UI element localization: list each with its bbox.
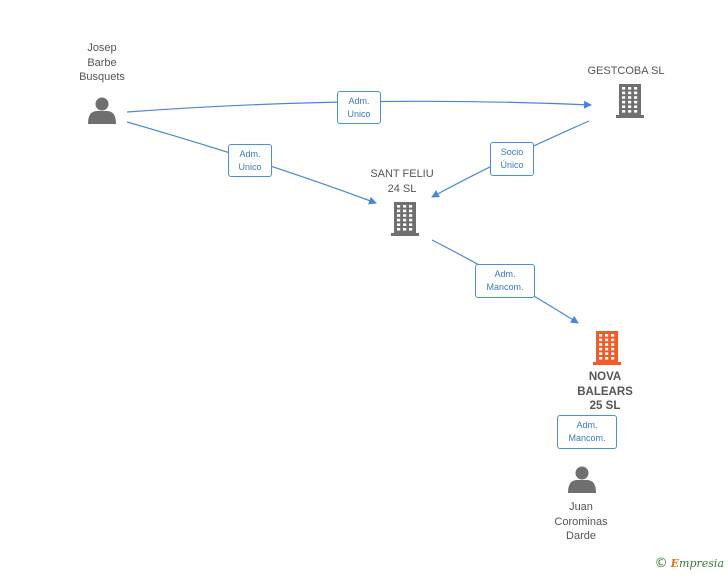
- gestcoba-building-icon[interactable]: [616, 84, 644, 118]
- node-label-juan: Juan Corominas Darde: [554, 501, 608, 542]
- juan-person-icon[interactable]: [568, 466, 596, 494]
- edge-label-gestcoba-santfeliu[interactable]: Socio Único: [490, 142, 534, 176]
- edge-label-juan-nova[interactable]: Adm. Mancom.: [557, 415, 617, 449]
- brand-logo: ©Empresia: [654, 556, 724, 571]
- santfeliu-building-icon[interactable]: [391, 202, 419, 236]
- josep-person-icon[interactable]: [88, 97, 116, 125]
- nova-building-icon[interactable]: [593, 331, 621, 365]
- node-label-nova: NOVA BALEARS 25 SL: [577, 371, 633, 412]
- node-label-josep: Josep Barbe Busquets: [79, 42, 125, 83]
- edge-label-josep-gestcoba[interactable]: Adm. Unico: [337, 91, 381, 124]
- node-label-gestcoba: GESTCOBA SL: [587, 65, 665, 77]
- edge-label-santfeliu-nova[interactable]: Adm. Mancom.: [475, 264, 535, 298]
- edge-label-josep-santfeliu[interactable]: Adm. Unico: [228, 144, 272, 177]
- node-label-santfeliu: SANT FELIU 24 SL: [370, 168, 434, 195]
